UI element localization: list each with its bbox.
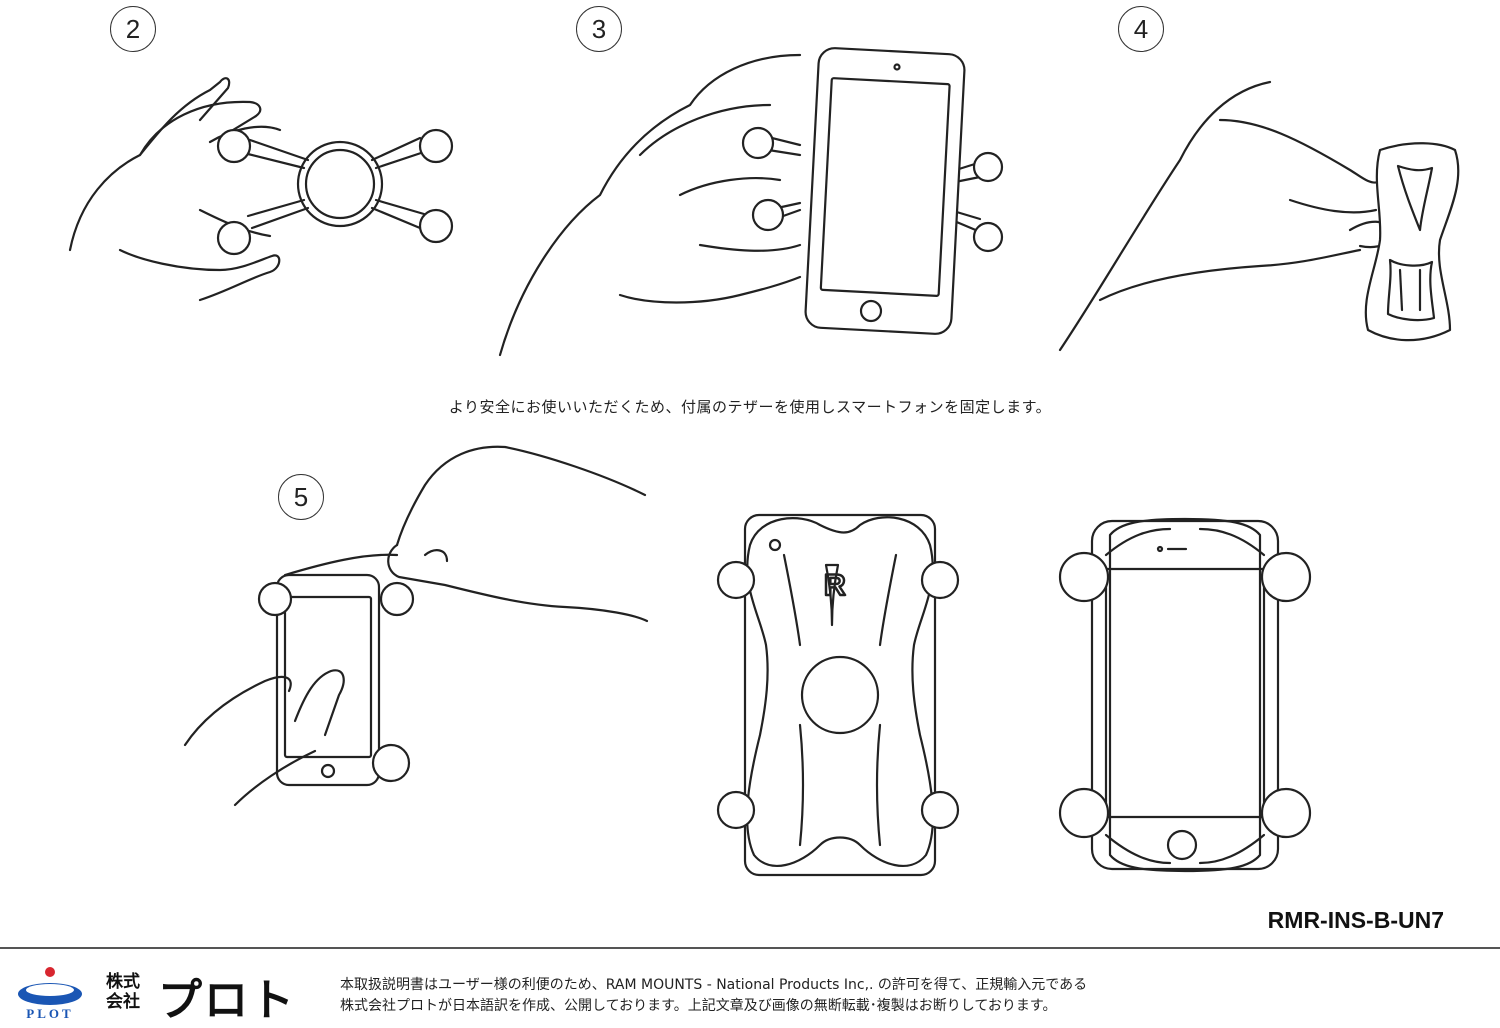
- ram-logo-mark: R: [824, 569, 846, 602]
- notice-line-1: 本取扱説明書はユーザー様の利便のため、RAM MOUNTS - National…: [340, 977, 1088, 993]
- instruction-caption: より安全にお使いいただくため、付属のテザーを使用しスマートフォンを固定します。: [448, 398, 1052, 416]
- front-view-illustration: [1058, 517, 1312, 873]
- copyright-notice: 本取扱説明書はユーザー様の利便のため、RAM MOUNTS - National…: [340, 975, 1087, 1017]
- step-4-number: 4: [1118, 6, 1164, 52]
- step-3-number: 3: [576, 6, 622, 52]
- company-prefix: 株式 会社: [106, 972, 140, 1012]
- step-2-illustration: [68, 77, 454, 302]
- plot-logo-icon: [18, 967, 82, 1005]
- step-2-number: 2: [110, 6, 156, 52]
- plot-logo-text: PLOT: [26, 1006, 74, 1021]
- step-3-illustration: [498, 47, 1004, 357]
- step-5-illustration: [183, 445, 649, 807]
- footer-divider: [0, 947, 1500, 949]
- company-prefix-line2: 会社: [106, 992, 140, 1012]
- company-prefix-line1: 株式: [106, 972, 140, 992]
- model-number: RMR-INS-B-UN7: [1267, 907, 1444, 933]
- company-name: プロト: [158, 975, 296, 1026]
- notice-line-2: 株式会社プロトが日本語訳を作成、公開しております。上記文章及び画像の無断転載･複…: [340, 998, 1057, 1014]
- step-5-number: 5: [278, 474, 324, 520]
- back-view-illustration: R: [716, 513, 960, 877]
- step-4-illustration: [1058, 80, 1460, 352]
